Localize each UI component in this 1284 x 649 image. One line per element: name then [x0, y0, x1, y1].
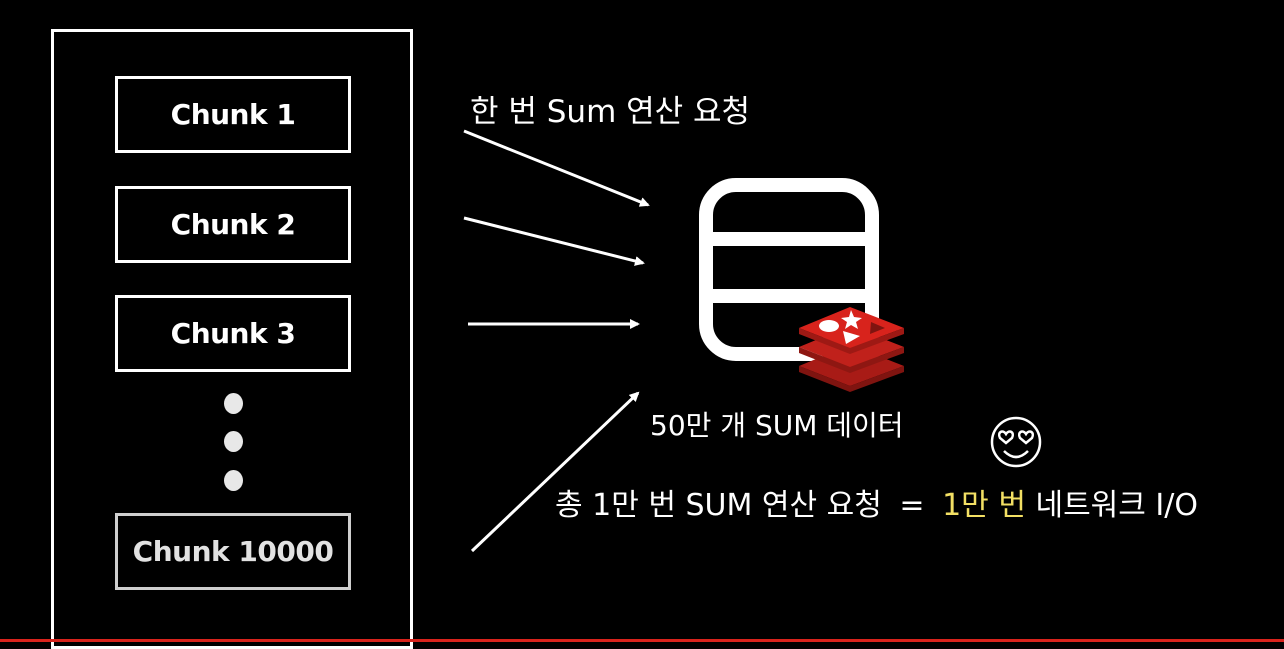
chunk-1-box: Chunk 1 — [115, 76, 351, 153]
chunk-2-box: Chunk 2 — [115, 186, 351, 263]
chunk-last-label: Chunk 10000 — [132, 535, 334, 568]
chunk-3-box: Chunk 3 — [115, 295, 351, 372]
ellipsis-dot-1 — [224, 393, 243, 414]
ellipsis-dot-2 — [224, 431, 243, 452]
single-request-label: 한 번 Sum 연산 요청 — [470, 94, 751, 130]
redis-logo-icon — [799, 307, 904, 392]
equals-sign: = — [899, 488, 925, 523]
chunk-2-label: Chunk 2 — [170, 208, 296, 241]
ellipsis-dot-3 — [224, 470, 243, 491]
arrow-icon — [470, 391, 640, 553]
network-io-text: 네트워크 I/O — [1035, 488, 1198, 523]
io-count-highlight: 1만 번 — [942, 488, 1026, 523]
summary-line: 총 1만 번 SUM 연산 요청 = 1만 번 네트워크 I/O — [555, 480, 1198, 524]
progress-bar-strip — [0, 639, 1284, 642]
total-requests-text: 총 1만 번 SUM 연산 요청 — [555, 488, 882, 523]
data-count-label: 50만 개 SUM 데이터 — [650, 409, 904, 442]
chunk-3-label: Chunk 3 — [170, 317, 296, 350]
arrow-icon — [463, 216, 645, 266]
chunk-1-label: Chunk 1 — [170, 98, 296, 131]
heart-eyes-emoji-icon — [990, 416, 1042, 468]
arrow-icon — [463, 129, 650, 207]
chunk-last-box: Chunk 10000 — [115, 513, 351, 590]
database-icon — [699, 178, 879, 361]
